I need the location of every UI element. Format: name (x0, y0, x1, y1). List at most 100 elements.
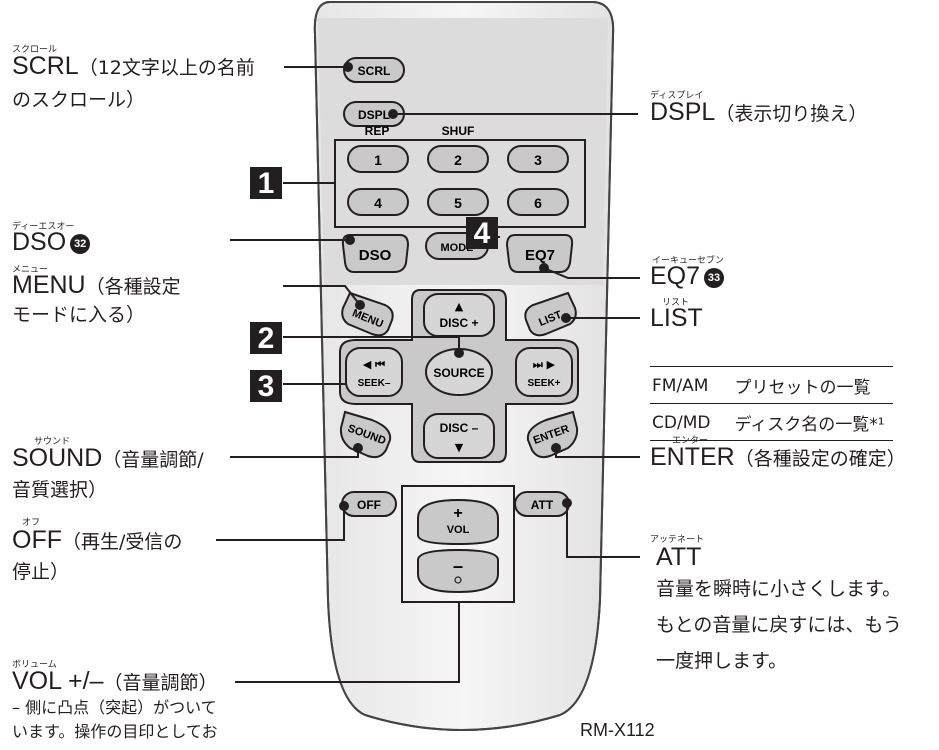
att-desc-3: 一度押します。 (656, 650, 788, 672)
table-row: CD/MD ディスク名の一覧*¹ (650, 403, 893, 441)
dspl-button-label: DSPL (358, 108, 390, 122)
ruby: イーキューセブン (652, 256, 725, 266)
label-name: MENU (12, 271, 86, 299)
seek-plus-button (515, 347, 573, 397)
shuf-label: SHUF (442, 124, 475, 138)
label-name: LIST (650, 304, 703, 332)
label-desc: 停止） (12, 561, 70, 583)
callout-number-3: 3 (250, 370, 282, 403)
label-name: SOUND (12, 444, 103, 472)
svg-text:▼: ▼ (455, 441, 464, 454)
label-name: ATT (656, 543, 702, 571)
preset-button-2 (427, 145, 489, 173)
source-cell: FM/AM (650, 366, 719, 404)
label-name: OFF (12, 526, 62, 554)
list-button (524, 291, 577, 337)
eq7-button-label: EQ7 (525, 247, 555, 264)
label-name: EQ7 (650, 262, 701, 290)
label-desc: （12文字以上の名前 (78, 57, 255, 79)
display-cell: プリセットの一覧 (718, 366, 893, 404)
label-desc: モードに入る） (12, 304, 146, 326)
label-desc: （音量調節） (103, 672, 218, 694)
label-desc: のスクロール） (12, 89, 146, 111)
dso-button-label: DSO (359, 247, 392, 264)
direction-pad: ▲ DISC + DISC – ▼ ◀ ⏮ SEEK– ⏭ ▶ SEEK+ SO… (339, 289, 579, 463)
preset-label: 1 (374, 152, 382, 168)
label-name: ENTER (650, 443, 735, 471)
ruby: エンター (672, 436, 709, 446)
preset-label: 3 (534, 152, 542, 168)
eq7-button (505, 234, 574, 273)
page-ref: 33 (704, 268, 725, 288)
page-ref: 32 (70, 234, 91, 254)
preset-label: 6 (534, 195, 542, 211)
ruby: アッテネート (650, 535, 705, 545)
vol-note-1: – 側に凸点（突起）がついて (12, 698, 217, 717)
source-button-label: SOURCE (433, 366, 484, 380)
preset-label: 5 (454, 195, 462, 211)
preset-button-4 (347, 188, 409, 216)
preset-label: 2 (454, 152, 462, 168)
preset-buttons: 1 2 3 4 5 6 (347, 145, 569, 216)
att-desc-2: もとの音量に戻すには、もう (656, 614, 902, 636)
seek-minus-button (345, 347, 403, 397)
source-cell: CD/MD (650, 403, 719, 441)
label-desc: （各種設定 (85, 276, 181, 298)
svg-text:⏭ ▶: ⏭ ▶ (533, 358, 556, 371)
svg-text:▲: ▲ (455, 300, 464, 313)
preset-button-6 (507, 188, 569, 216)
preset-button-3 (507, 145, 569, 173)
enter-button (526, 410, 579, 459)
dso-button (341, 234, 410, 273)
label-name: DSO (12, 228, 67, 256)
seek-plus-label: SEEK+ (527, 378, 560, 389)
ruby: リスト (662, 298, 690, 308)
list-display-table: FM/AM プリセットの一覧 CD/MD ディスク名の一覧*¹ (650, 366, 893, 441)
menu-button (341, 291, 394, 337)
svg-text:–: – (453, 556, 463, 576)
vol-plus-button (417, 498, 499, 546)
ruby: ボリューム (12, 660, 57, 670)
callout-number-1: 1 (250, 167, 282, 200)
label-name: DSPL (650, 98, 716, 126)
scrl-button-label: SCRL (358, 64, 391, 78)
disc-minus-label: DISC – (440, 421, 479, 435)
ruby: ディーエスオー (12, 222, 75, 232)
vol-minus-button (417, 548, 499, 594)
off-button-label: OFF (357, 498, 381, 512)
sound-button (339, 410, 392, 459)
ruby: スクロール (12, 45, 58, 55)
ruby: メニュー (12, 265, 49, 275)
preset-label: 4 (374, 195, 382, 211)
ruby: サウンド (34, 437, 71, 447)
preset-button-1 (347, 145, 409, 173)
table-row: FM/AM プリセットの一覧 (650, 366, 893, 404)
label-desc: （再生/受信の (62, 531, 183, 553)
vol-minus-bump-icon (454, 576, 462, 584)
ruby: ディスプレイ (650, 91, 704, 101)
label-name: VOL +/– (12, 667, 104, 695)
att-desc-1: 音量を瞬時に小さくします。 (656, 578, 902, 600)
callout-number-4: 4 (466, 217, 498, 250)
disc-minus-button (423, 413, 495, 459)
label-desc: 音質選択） (12, 479, 108, 501)
vol-button-label: VOL (447, 524, 470, 536)
disc-plus-label: DISC + (439, 316, 478, 330)
label-desc: （音量調節/ (102, 449, 204, 471)
preset-button-5 (427, 188, 489, 216)
mode-button-label: MODE (441, 242, 474, 254)
svg-text:◀ ⏮: ◀ ⏮ (363, 358, 385, 371)
ruby: オフ (22, 518, 41, 528)
leader-lines (216, 62, 640, 683)
label-name: SCRL (12, 52, 79, 80)
display-cell: ディスク名の一覧*¹ (718, 403, 893, 441)
svg-text:+: + (453, 505, 462, 522)
vol-note-2: います。操作の目印としてお (12, 722, 218, 741)
rep-label: REP (365, 124, 390, 138)
model-number: RM-X112 (580, 720, 655, 740)
label-desc: （表示切り換え） (715, 103, 868, 125)
callout-number-2: 2 (250, 322, 282, 355)
att-button-label: ATT (531, 498, 554, 512)
seek-minus-label: SEEK– (358, 378, 391, 389)
